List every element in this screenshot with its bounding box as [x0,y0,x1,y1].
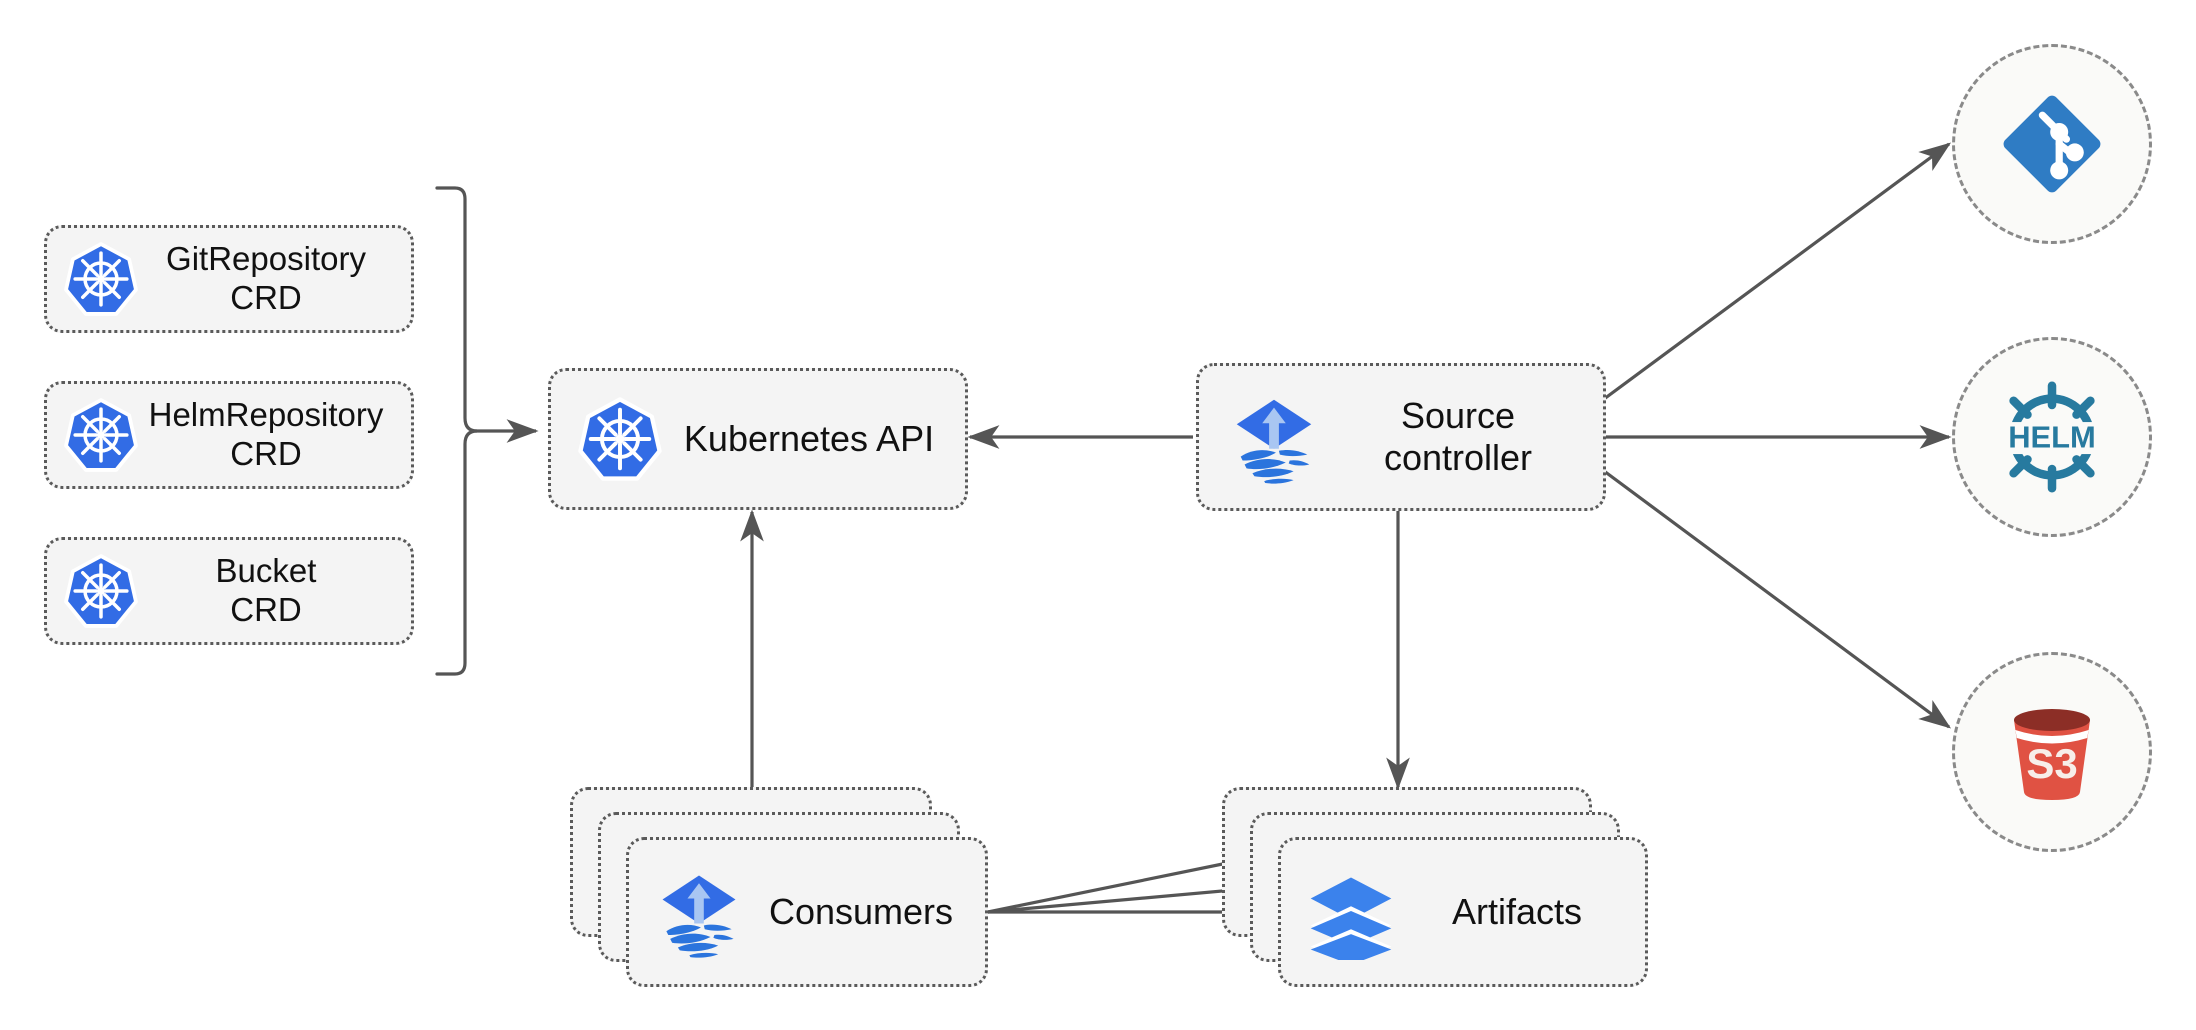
node-consumers[interactable]: Consumers [570,787,990,987]
crd-card-bucket[interactable]: Bucket CRD [44,537,414,645]
crd-label: HelmRepository CRD [148,396,384,472]
layers-icon [1310,877,1392,960]
node-artifacts[interactable]: Artifacts [1222,787,1648,987]
edge-source-controller-to-s3 [1603,469,1952,729]
node-label: Kubernetes API [683,417,935,459]
artifacts-stack-layer-front[interactable]: Artifacts [1278,837,1648,987]
node-kubernetes-api[interactable]: Kubernetes API [548,368,968,510]
crd-card-gitrepository[interactable]: GitRepository CRD [44,225,414,333]
node-source-controller[interactable]: Source controller [1196,363,1606,511]
s3-bucket-icon: S3 [2014,709,2090,800]
source-circle-git[interactable] [1952,44,2152,244]
node-label: Artifacts [1451,890,1583,932]
kubernetes-icon [64,242,138,316]
node-label: Source controller [1383,394,1533,478]
edge-consumers-to-artifacts-1 [987,852,1255,914]
helm-icon: HELM [2002,381,2102,493]
kubernetes-icon [578,397,662,481]
crd-label: GitRepository CRD [166,240,366,316]
edge-source-controller-to-git [1603,142,1952,401]
source-circle-helm[interactable]: HELM [1952,337,2152,537]
git-icon [2003,95,2101,193]
crd-group-brace [435,186,478,676]
crd-label: Bucket CRD [215,552,317,628]
source-circle-s3[interactable]: S3 [1952,652,2152,852]
consumers-stack-layer-front[interactable]: Consumers [626,837,988,987]
flux-icon [662,875,736,958]
s3-wordmark: S3 [2026,740,2077,787]
kubernetes-icon [64,554,138,628]
helm-wordmark: HELM [2008,420,2096,455]
kubernetes-icon [64,398,138,472]
crd-card-helmrepository[interactable]: HelmRepository CRD [44,381,414,489]
node-label: Consumers [768,890,954,932]
flux-icon [1236,399,1312,484]
